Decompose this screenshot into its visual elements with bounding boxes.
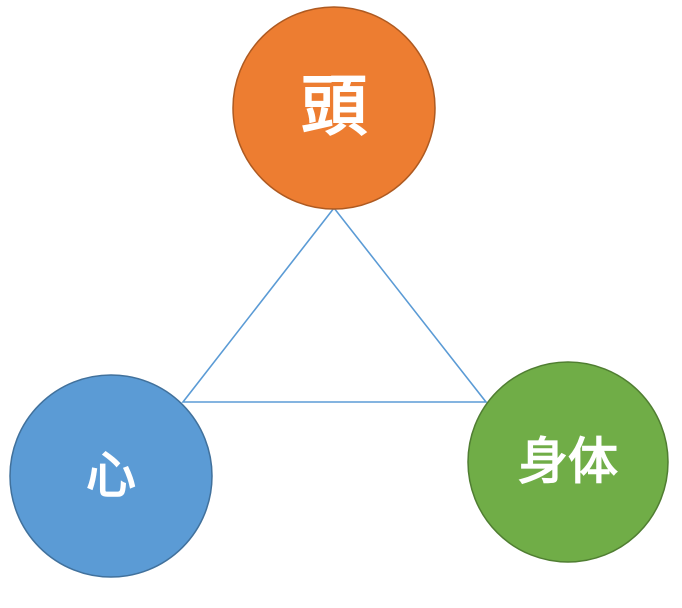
node-body-label: 身体 <box>518 433 618 491</box>
connector-triangle <box>181 206 488 403</box>
node-body: 身体 <box>467 361 669 563</box>
node-body-circle <box>467 361 669 563</box>
node-heart: 心 <box>9 374 213 578</box>
node-heart-circle <box>9 374 213 578</box>
node-head: 頭 <box>232 6 436 210</box>
node-head-circle <box>232 6 436 210</box>
node-heart-label: 心 <box>86 447 136 505</box>
node-head-label: 頭 <box>301 68 368 145</box>
